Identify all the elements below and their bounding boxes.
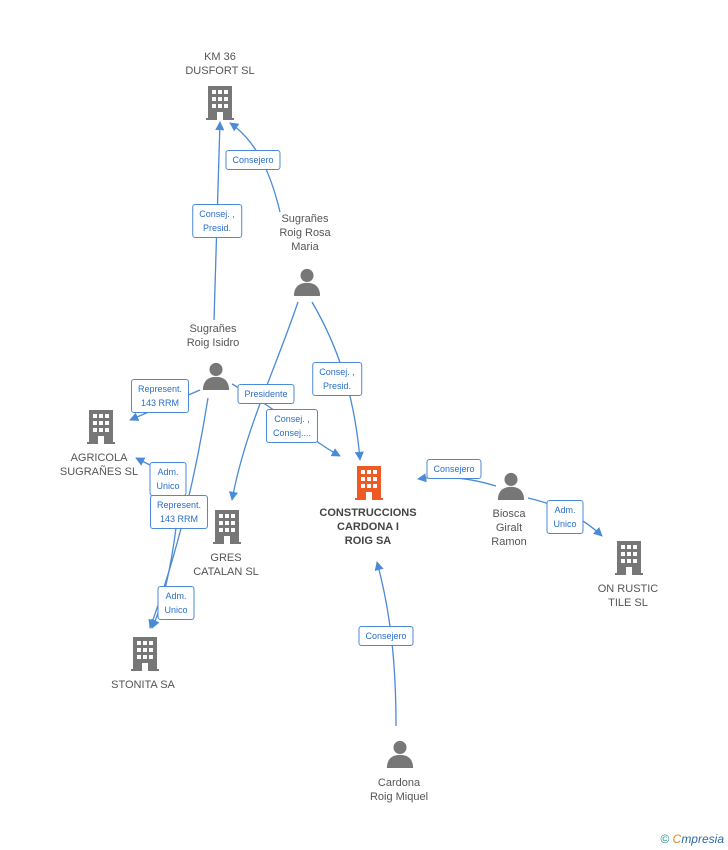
empresia-logo: Cmpresia	[672, 832, 724, 846]
empresia-watermark: © Cmpresia	[660, 832, 724, 846]
relation-label: Consej. , Presid.	[312, 362, 362, 396]
relation-label: Presidente	[237, 384, 295, 404]
building-icon	[213, 510, 241, 544]
relation-label: Represent. 143 RRM	[130, 379, 190, 413]
relation-label: Consej. , Presid.	[192, 204, 242, 238]
building-icon	[355, 466, 383, 500]
relation-label: Consej. , Consej....	[265, 409, 319, 443]
building-icon	[87, 410, 115, 444]
node-cardona-roig-miquel[interactable]: Cardona Roig Miquel	[369, 777, 429, 803]
building-icon	[131, 637, 159, 671]
node-stonita[interactable]: STONITA SA	[111, 679, 175, 691]
node-icons	[87, 86, 643, 768]
relation-label: Consejero	[426, 459, 482, 479]
node-agricola-sugranes[interactable]: AGRICOLA SUGRAÑES SL	[59, 452, 139, 478]
building-icon	[206, 86, 234, 120]
relation-label: Consejero	[225, 150, 281, 170]
relation-label: Adm. Unico	[546, 500, 584, 534]
relation-label: Represent. 143 RRM	[149, 495, 209, 529]
node-sugranes-roig-isidro[interactable]: Sugrañes Roig Isidro	[186, 323, 240, 349]
relation-label: Adm. Unico	[149, 462, 187, 496]
person-icon	[386, 740, 414, 768]
person-icon	[497, 472, 525, 500]
copyright-symbol: ©	[660, 832, 670, 846]
node-construccions-cardona-i-roig[interactable]: CONSTRUCCIONS CARDONA I ROIG SA	[319, 507, 417, 547]
person-icon	[293, 268, 321, 296]
building-icon	[615, 541, 643, 575]
node-biosca-giralt-ramon[interactable]: Biosca Giralt Ramon	[491, 508, 527, 548]
node-km36-dusfort[interactable]: KM 36 DUSFORT SL	[185, 51, 255, 77]
relation-label: Consejero	[358, 626, 414, 646]
relation-label: Adm. Unico	[157, 586, 195, 620]
person-icon	[202, 362, 230, 390]
node-on-rustic-tile[interactable]: ON RUSTIC TILE SL	[597, 583, 659, 609]
node-sugranes-roig-rosa-maria[interactable]: Sugrañes Roig Rosa Maria	[279, 213, 331, 253]
node-gres-catalan[interactable]: GRES CATALAN SL	[193, 552, 259, 578]
